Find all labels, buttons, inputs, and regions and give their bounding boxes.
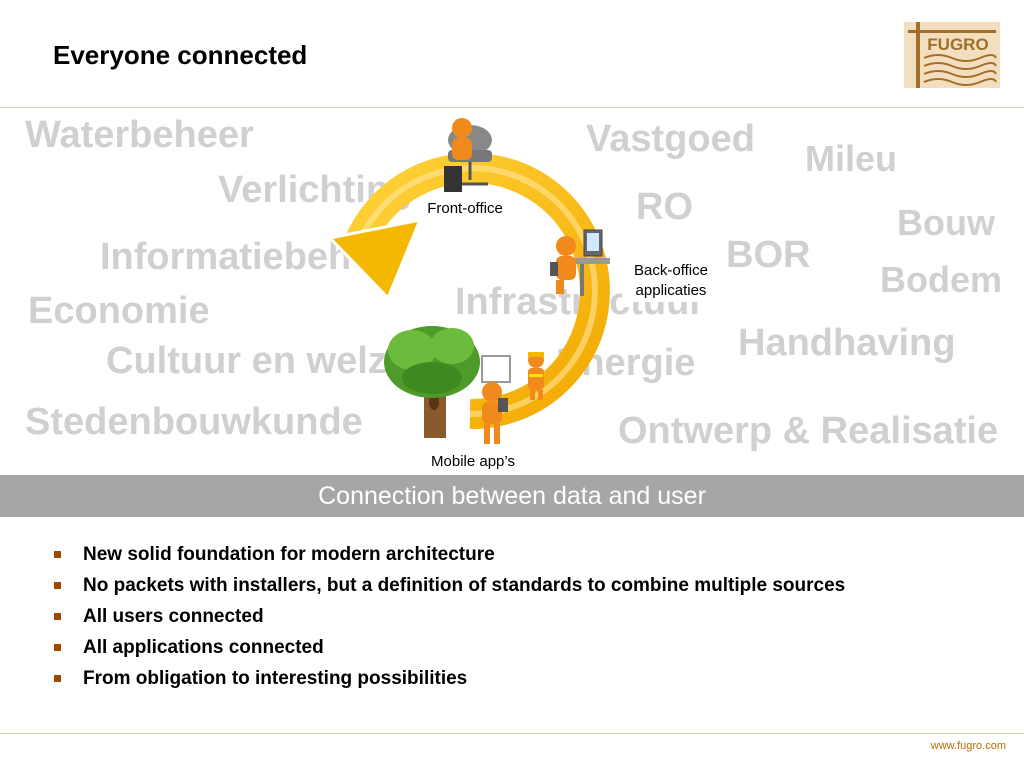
footer-divider — [0, 733, 1024, 734]
word-ontwerp: Ontwerp & Realisatie — [618, 410, 999, 452]
bullet-text: New solid foundation for modern architec… — [83, 544, 495, 565]
logo-text: FUGRO — [927, 35, 988, 54]
list-item: New solid foundation for modern architec… — [52, 541, 1002, 572]
back-office-label: Back-office applicaties — [622, 261, 720, 302]
fugro-logo: FUGRO — [904, 22, 1000, 88]
word-bodem: Bodem — [880, 259, 1003, 300]
word-handhaving: Handhaving — [738, 322, 956, 364]
bullet-list: New solid foundation for modern architec… — [52, 541, 1002, 696]
cycle-arrow-head — [328, 218, 422, 300]
back-office-figure — [550, 229, 610, 296]
list-item: All applications connected — [52, 634, 1002, 665]
word-ro: RO — [636, 186, 693, 228]
list-item: All users connected — [52, 603, 1002, 634]
word-bor: BOR — [726, 234, 811, 276]
bullet-text: From obligation to interesting possibili… — [83, 668, 468, 689]
banner: Connection between data and user — [0, 475, 1024, 517]
bullet-square-icon — [54, 675, 61, 682]
footer-url[interactable]: www.fugro.com — [930, 740, 1006, 752]
bullet-square-icon — [54, 644, 61, 651]
word-cultuur: Cultuur en welzijn — [106, 340, 432, 382]
word-vastgoed: Vastgoed — [586, 118, 755, 160]
bullet-text: No packets with installers, but a defini… — [83, 575, 846, 596]
tree-figure — [384, 326, 480, 438]
list-item: No packets with installers, but a defini… — [52, 572, 1002, 603]
bullet-text: All applications connected — [83, 637, 324, 658]
word-mileu: Mileu — [805, 138, 898, 179]
cycle-ring-highlight — [357, 165, 598, 418]
bullet-text: All users connected — [83, 606, 264, 627]
bullet-square-icon — [54, 551, 61, 558]
page-title: Everyone connected — [53, 40, 308, 70]
word-waterbeheer: Waterbeheer — [25, 114, 254, 156]
banner-text: Connection between data and user — [318, 482, 706, 510]
list-item: From obligation to interesting possibili… — [52, 665, 1002, 696]
mobile-label: Mobile app’s — [416, 452, 530, 476]
bullet-square-icon — [54, 582, 61, 589]
bullet-square-icon — [54, 613, 61, 620]
back-office-label-line2: applicaties — [635, 282, 707, 300]
header-divider — [0, 107, 1024, 108]
back-office-label-line1: Back-office — [634, 262, 708, 279]
word-stedenbouwkunde: Stedenbouwkunde — [25, 401, 363, 443]
word-economie: Economie — [28, 290, 210, 332]
mobile-figures — [481, 352, 544, 444]
front-office-figure — [444, 118, 492, 192]
word-bouw: Bouw — [897, 202, 995, 243]
front-office-label: Front-office — [418, 199, 512, 220]
connection-cycle-diagram — [328, 118, 610, 444]
